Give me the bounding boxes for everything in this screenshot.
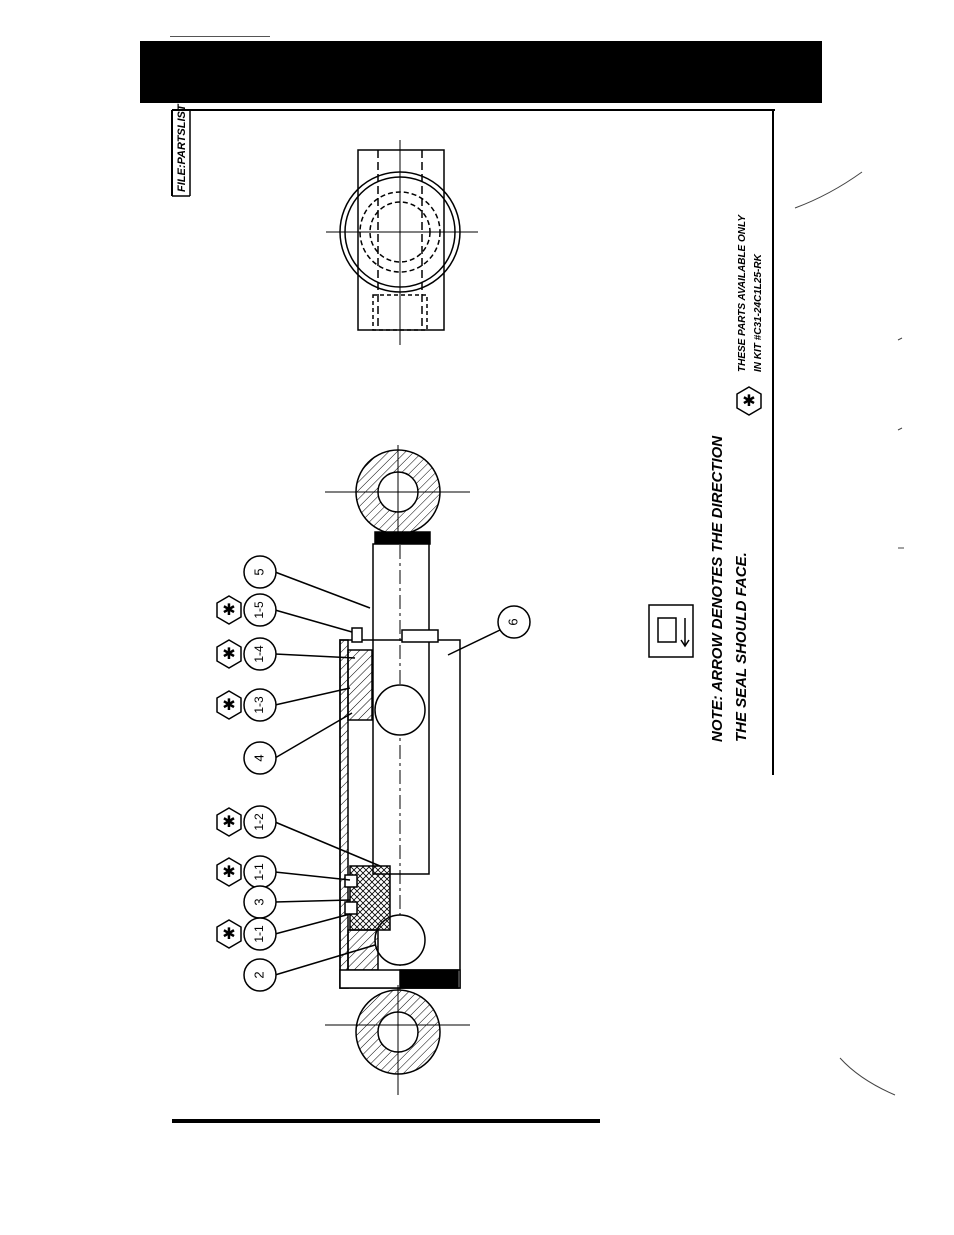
svg-text:1-4: 1-4	[252, 645, 266, 663]
callout-1-5: 1-5	[244, 594, 276, 626]
callout-1-2: 1-2	[244, 806, 276, 838]
callout-4: 4	[244, 742, 276, 774]
callout-3: 3	[244, 886, 276, 918]
svg-text:5: 5	[251, 568, 266, 575]
svg-text:3: 3	[251, 898, 266, 905]
callout-2: 2	[244, 959, 276, 991]
svg-text:6: 6	[505, 618, 520, 625]
callout-1-4: 1-4	[244, 638, 276, 670]
svg-text:1-3: 1-3	[252, 696, 266, 714]
callout-1-3: 1-3	[244, 689, 276, 721]
svg-text:1-5: 1-5	[252, 601, 266, 619]
callout-1-1-lower: 1-1	[244, 918, 276, 950]
svg-text:1-1: 1-1	[252, 925, 266, 943]
seal-direction-icon	[649, 605, 693, 657]
svg-text:✱: ✱	[222, 602, 235, 619]
seal-note-line1: NOTE: ARROW DENOTES THE DIRECTION	[709, 435, 726, 742]
kit-note-line1: THESE PARTS AVAILABLE ONLY	[737, 214, 748, 372]
file-label: FILE:PARTSLIST	[176, 103, 188, 192]
svg-text:✱: ✱	[222, 814, 235, 831]
kit-marker-icons	[217, 387, 761, 948]
svg-text:✱: ✱	[742, 393, 755, 410]
kit-marker-glyphs: ✱ ✱ ✱ ✱ ✱ ✱ ✱	[222, 393, 755, 943]
cylinder-section	[325, 445, 470, 1095]
callout-6: 6	[498, 606, 530, 638]
seal-note-line2: THE SEAL SHOULD FACE.	[733, 552, 750, 742]
drawing-frame	[172, 110, 775, 775]
svg-text:✱: ✱	[222, 697, 235, 714]
svg-text:✱: ✱	[222, 646, 235, 663]
svg-text:1-2: 1-2	[252, 813, 266, 831]
svg-text:2: 2	[251, 971, 266, 978]
svg-text:✱: ✱	[222, 864, 235, 881]
callout-1-1-upper: 1-1	[244, 856, 276, 888]
svg-text:1-1: 1-1	[252, 863, 266, 881]
kit-note-line2: IN KIT #C31-24C1L25-RK	[753, 253, 764, 372]
end-view	[326, 140, 478, 345]
svg-text:4: 4	[251, 754, 266, 761]
svg-text:✱: ✱	[222, 926, 235, 943]
callout-5: 5	[244, 556, 276, 588]
bottom-rule	[172, 1119, 600, 1123]
scan-marks	[795, 172, 904, 1095]
